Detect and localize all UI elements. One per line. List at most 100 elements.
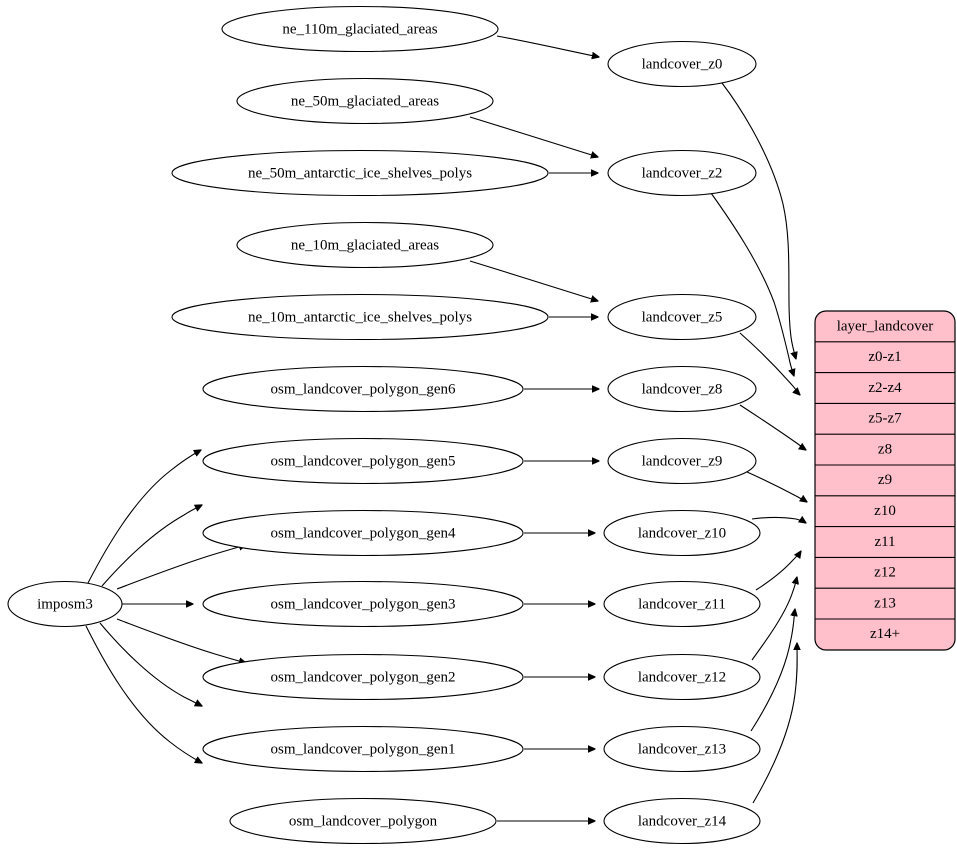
node-label-osm-landcover-polygon-gen5: osm_landcover_polygon_gen5 xyxy=(271,453,456,469)
edge-ne50m-glaciated-to-z2 xyxy=(469,116,598,157)
node-label-landcover-z10: landcover_z10 xyxy=(638,525,726,541)
node-landcover-z11[interactable]: landcover_z11 xyxy=(603,580,761,628)
edge-imposm3-to-gen4 xyxy=(116,545,246,590)
node-label-landcover-z14: landcover_z14 xyxy=(638,813,727,829)
edge-z12-to-port-z12 xyxy=(751,577,797,661)
node-ne-50m-glaciated-areas[interactable]: ne_50m_glaciated_areas xyxy=(236,77,494,125)
node-landcover-z9[interactable]: landcover_z9 xyxy=(607,437,757,485)
record-row-z2-z4[interactable]: z2-z4 xyxy=(868,380,902,396)
node-shape-landcover-z9[interactable] xyxy=(607,437,757,485)
node-label-landcover-z11: landcover_z11 xyxy=(638,596,726,612)
node-shape-ne-10m-glaciated-areas[interactable] xyxy=(236,221,494,269)
node-landcover-z14[interactable]: landcover_z14 xyxy=(603,797,761,845)
node-shape-landcover-z13[interactable] xyxy=(603,725,761,773)
node-osm-landcover-polygon-gen1[interactable]: osm_landcover_polygon_gen1 xyxy=(202,725,524,773)
node-label-ne-50m-antarctic-ice-shelves-polys: ne_50m_antarctic_ice_shelves_polys xyxy=(248,165,472,181)
edge-z10-to-port-z10 xyxy=(751,518,806,524)
node-shape-imposm3[interactable] xyxy=(7,580,123,628)
node-shape-landcover-z14[interactable] xyxy=(603,797,761,845)
edge-z13-to-port-z13 xyxy=(750,609,795,732)
record-row-z11[interactable]: z11 xyxy=(874,534,895,550)
node-shape-ne-50m-glaciated-areas[interactable] xyxy=(236,77,494,125)
node-label-landcover-z2: landcover_z2 xyxy=(642,165,723,181)
node-ne-10m-glaciated-areas[interactable]: ne_10m_glaciated_areas xyxy=(236,221,494,269)
node-label-osm-landcover-polygon-gen1: osm_landcover_polygon_gen1 xyxy=(271,741,456,757)
record-row-z5-z7[interactable]: z5-z7 xyxy=(868,411,902,427)
node-shape-landcover-z11[interactable] xyxy=(603,580,761,628)
edge-ne110m-to-z0 xyxy=(496,35,599,57)
edge-z5-to-port-z5z7 xyxy=(739,332,800,395)
edge-imposm3-to-gen2 xyxy=(116,618,246,663)
node-shape-landcover-z2[interactable] xyxy=(607,149,757,197)
node-label-landcover-z13: landcover_z13 xyxy=(638,741,726,757)
node-osm-landcover-polygon-gen3[interactable]: osm_landcover_polygon_gen3 xyxy=(202,580,524,628)
node-shape-landcover-z5[interactable] xyxy=(607,293,757,341)
record-title: layer_landcover xyxy=(837,318,934,334)
edge-ne10m-glaciated-to-z5 xyxy=(469,260,598,301)
node-landcover-z0[interactable]: landcover_z0 xyxy=(607,40,757,88)
node-label-imposm3: imposm3 xyxy=(37,596,93,612)
edge-z11-to-port-z11 xyxy=(755,551,801,591)
node-osm-landcover-polygon-gen2[interactable]: osm_landcover_polygon_gen2 xyxy=(202,653,524,701)
record-row-z8[interactable]: z8 xyxy=(878,441,892,457)
node-shape-osm-landcover-polygon-gen2[interactable] xyxy=(202,653,524,701)
edge-z8-to-port-z8 xyxy=(739,404,806,450)
node-landcover-z12[interactable]: landcover_z12 xyxy=(603,653,761,701)
record-background[interactable] xyxy=(814,310,956,651)
node-shape-osm-landcover-polygon-gen1[interactable] xyxy=(202,725,524,773)
edge-z9-to-port-z9 xyxy=(746,471,807,502)
node-label-ne-10m-glaciated-areas: ne_10m_glaciated_areas xyxy=(291,237,439,253)
node-ne-10m-antarctic-ice-shelves-polys[interactable]: ne_10m_antarctic_ice_shelves_polys xyxy=(171,293,549,341)
node-shape-landcover-z8[interactable] xyxy=(607,365,757,413)
node-shape-osm-landcover-polygon-gen3[interactable] xyxy=(202,580,524,628)
node-label-landcover-z5: landcover_z5 xyxy=(642,309,723,325)
node-shape-landcover-z12[interactable] xyxy=(603,653,761,701)
node-label-landcover-z9: landcover_z9 xyxy=(642,453,723,469)
edge-imposm3-to-polygon xyxy=(85,625,202,763)
node-shape-osm-landcover-polygon[interactable] xyxy=(229,797,497,845)
node-ne-50m-antarctic-ice-shelves-polys[interactable]: ne_50m_antarctic_ice_shelves_polys xyxy=(171,149,549,197)
edge-imposm3-to-gen5 xyxy=(101,505,202,587)
node-osm-landcover-polygon-gen4[interactable]: osm_landcover_polygon_gen4 xyxy=(202,509,524,557)
record-row-z12[interactable]: z12 xyxy=(874,565,896,581)
node-osm-landcover-polygon[interactable]: osm_landcover_polygon xyxy=(229,797,497,845)
node-label-landcover-z12: landcover_z12 xyxy=(638,669,726,685)
edge-z0-to-port-z0z1 xyxy=(721,82,796,359)
node-label-ne-110m-glaciated-areas: ne_110m_glaciated_areas xyxy=(282,21,437,37)
node-label-osm-landcover-polygon-gen3: osm_landcover_polygon_gen3 xyxy=(271,596,456,612)
node-landcover-z13[interactable]: landcover_z13 xyxy=(603,725,761,773)
record-node-layer-landcover[interactable]: layer_landcover z0-z1 z2-z4 z5-z7 z8 z9 … xyxy=(814,310,956,651)
node-shape-osm-landcover-polygon-gen6[interactable] xyxy=(202,365,524,413)
node-ne-110m-glaciated-areas[interactable]: ne_110m_glaciated_areas xyxy=(221,5,499,53)
node-shape-ne-10m-antarctic-ice-shelves-polys[interactable] xyxy=(171,293,549,341)
node-landcover-z10[interactable]: landcover_z10 xyxy=(603,509,761,557)
record-row-z10[interactable]: z10 xyxy=(874,503,896,519)
node-shape-landcover-z10[interactable] xyxy=(603,509,761,557)
node-imposm3[interactable]: imposm3 xyxy=(7,580,123,628)
record-row-z9[interactable]: z9 xyxy=(878,472,892,488)
node-label-ne-10m-antarctic-ice-shelves-polys: ne_10m_antarctic_ice_shelves_polys xyxy=(248,309,472,325)
edge-imposm3-to-gen6 xyxy=(87,450,201,584)
record-row-z13[interactable]: z13 xyxy=(874,595,896,611)
node-shape-osm-landcover-polygon-gen5[interactable] xyxy=(202,437,524,485)
node-landcover-z5[interactable]: landcover_z5 xyxy=(607,293,757,341)
record-row-z14plus[interactable]: z14+ xyxy=(870,626,900,642)
record-row-z0-z1[interactable]: z0-z1 xyxy=(868,349,901,365)
node-shape-ne-50m-antarctic-ice-shelves-polys[interactable] xyxy=(171,149,549,197)
node-shape-landcover-z0[interactable] xyxy=(607,40,757,88)
node-landcover-z2[interactable]: landcover_z2 xyxy=(607,149,757,197)
edge-z14-to-port-z14plus xyxy=(752,643,797,804)
node-osm-landcover-polygon-gen6[interactable]: osm_landcover_polygon_gen6 xyxy=(202,365,524,413)
node-shape-osm-landcover-polygon-gen4[interactable] xyxy=(202,509,524,557)
edge-layer xyxy=(85,35,807,821)
node-landcover-z8[interactable]: landcover_z8 xyxy=(607,365,757,413)
edge-z2-to-port-z2z4 xyxy=(710,192,794,376)
node-shape-ne-110m-glaciated-areas[interactable] xyxy=(221,5,499,53)
node-label-osm-landcover-polygon-gen6: osm_landcover_polygon_gen6 xyxy=(271,381,456,397)
node-label-osm-landcover-polygon: osm_landcover_polygon xyxy=(289,813,438,829)
node-osm-landcover-polygon-gen5[interactable]: osm_landcover_polygon_gen5 xyxy=(202,437,524,485)
node-label-osm-landcover-polygon-gen4: osm_landcover_polygon_gen4 xyxy=(271,525,456,541)
node-label-landcover-z8: landcover_z8 xyxy=(642,381,723,397)
